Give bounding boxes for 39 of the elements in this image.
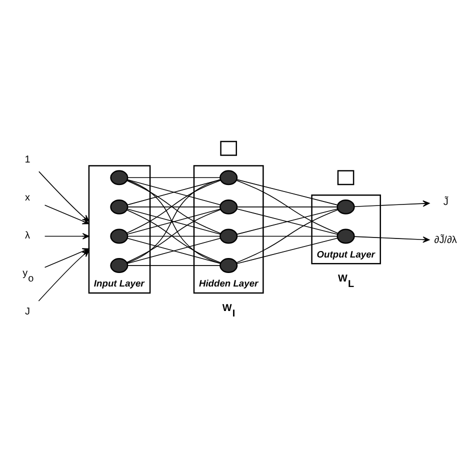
connector <box>127 176 220 178</box>
node-circle <box>220 198 238 214</box>
node-text: 1 <box>24 154 30 166</box>
node-box <box>220 140 237 156</box>
connector <box>127 235 220 236</box>
arrow <box>354 236 430 242</box>
node-box <box>337 170 354 185</box>
node-circle <box>220 228 238 244</box>
connector <box>126 178 221 205</box>
connector <box>126 208 221 234</box>
node-circle <box>110 198 128 214</box>
node-text: λ <box>25 230 30 242</box>
node-text: x <box>25 192 30 204</box>
arrow <box>354 200 430 206</box>
arrow <box>38 250 90 301</box>
connector <box>236 178 338 205</box>
node-text: ∂J̃/∂λ <box>434 234 457 246</box>
cluster: Output Layer <box>311 194 381 264</box>
cluster: Input Layer <box>88 164 151 294</box>
cluster: Hidden Layer <box>193 164 264 294</box>
node-circle <box>110 228 128 244</box>
connector <box>236 235 338 236</box>
connector <box>127 206 220 207</box>
connector <box>236 208 338 263</box>
connector <box>127 264 220 266</box>
node-circle <box>220 170 238 185</box>
node-text: J <box>25 306 30 318</box>
connector <box>236 206 338 207</box>
connector <box>236 208 338 234</box>
node-circle <box>220 258 238 273</box>
node-text: J̃ <box>443 196 448 208</box>
node-circle <box>336 198 355 214</box>
arrow <box>44 232 90 239</box>
node-circle <box>336 228 355 244</box>
node-circle <box>110 170 128 185</box>
node-circle <box>110 258 128 273</box>
connector <box>126 237 221 264</box>
connector <box>236 237 338 264</box>
connector <box>236 179 338 234</box>
